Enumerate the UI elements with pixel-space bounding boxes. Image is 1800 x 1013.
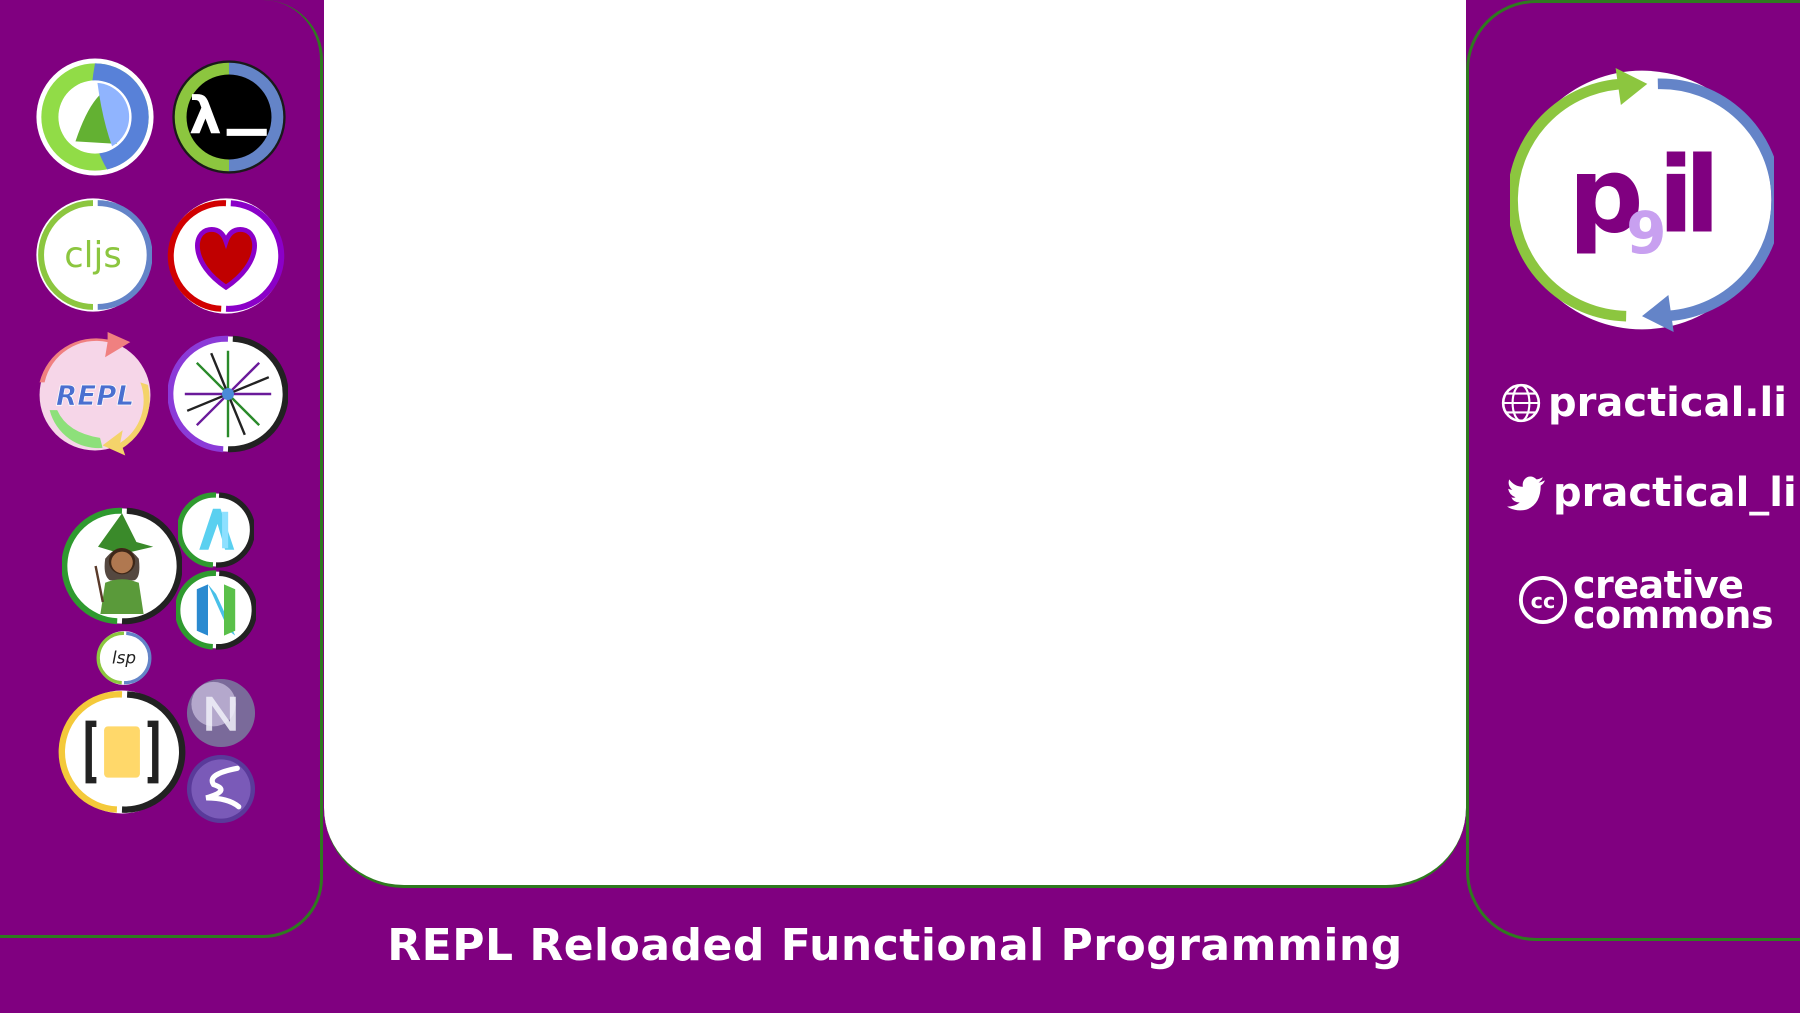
cc-line1: creative bbox=[1573, 563, 1744, 607]
repl-logo-icon: REPL bbox=[30, 332, 160, 458]
twitter-text: practical_li bbox=[1553, 470, 1797, 516]
twitter-link[interactable]: practical_li bbox=[1505, 470, 1797, 516]
lambda-terminal-logo-icon: λ bbox=[170, 58, 288, 176]
spacemacs-logo-icon bbox=[184, 676, 258, 750]
website-text: practical.li bbox=[1548, 380, 1787, 426]
clojure-logo-icon bbox=[34, 56, 156, 178]
website-link[interactable]: practical.li bbox=[1500, 380, 1787, 426]
practicalli-logo-icon: p 9 i l bbox=[1510, 68, 1774, 332]
svg-text:cc: cc bbox=[1531, 589, 1556, 613]
globe-icon bbox=[1500, 382, 1542, 424]
atom-editor-logo-icon bbox=[178, 492, 254, 568]
creative-commons-license: cc creative commons bbox=[1517, 563, 1774, 637]
clojurescript-logo-icon: cljs bbox=[34, 196, 152, 314]
svg-text:cljs: cljs bbox=[64, 235, 122, 276]
svg-text:i: i bbox=[1658, 134, 1694, 257]
svg-text:9: 9 bbox=[1626, 199, 1666, 267]
svg-text:p: p bbox=[1568, 134, 1644, 257]
creative-commons-text: creative commons bbox=[1573, 563, 1774, 637]
avatar-witch-icon bbox=[62, 506, 182, 626]
neovim-logo-icon bbox=[176, 570, 256, 650]
svg-text:l: l bbox=[1684, 134, 1720, 257]
compass-logo-icon bbox=[168, 334, 288, 454]
creative-commons-icon: cc bbox=[1517, 574, 1569, 626]
svg-text:REPL: REPL bbox=[56, 379, 134, 412]
twitter-bird-icon bbox=[1505, 472, 1547, 514]
svg-text:λ: λ bbox=[189, 87, 222, 147]
emacs-logo-icon bbox=[184, 752, 258, 826]
cc-line2: commons bbox=[1573, 593, 1774, 637]
video-content-area bbox=[324, 0, 1466, 888]
svg-text:lsp: lsp bbox=[112, 648, 136, 668]
brackets-logo-icon bbox=[58, 688, 186, 816]
lsp-logo-icon: lsp bbox=[96, 630, 152, 686]
footer-title: REPL Reloaded Functional Programming bbox=[387, 920, 1403, 971]
heart-reload-logo-icon bbox=[166, 196, 286, 316]
